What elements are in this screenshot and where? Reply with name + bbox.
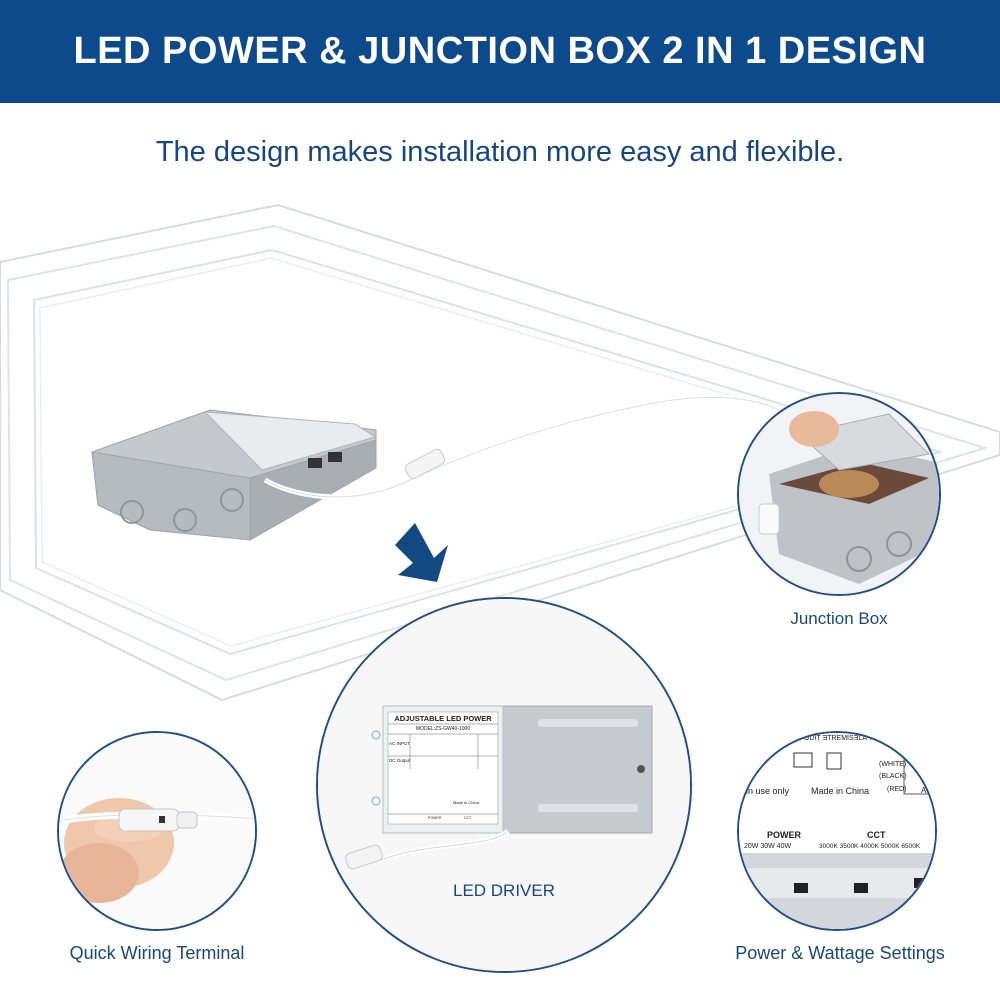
recycle-bin-icon [793, 752, 813, 768]
panel-frame [0, 203, 1000, 702]
driver-label-made-in: Made in China [453, 800, 479, 805]
settings-power-values: 20W 30W 40W [744, 843, 792, 850]
connector-icon [345, 844, 383, 870]
settings-white: (WHITE) [879, 761, 907, 768]
down-arrow-icon [395, 523, 448, 582]
settings-location-use: ion use only [741, 786, 790, 796]
settings-made-in: Made in China [811, 786, 870, 796]
settings-cct-values: 3000K 3500K 4000K 5000K 6500K [819, 843, 921, 850]
quick-wiring-photo [59, 733, 255, 929]
cable-connector [404, 448, 446, 480]
settings-red: (RED) [887, 786, 907, 793]
screw-icon [637, 765, 645, 773]
subtitle: The design makes installation more easy … [155, 136, 845, 168]
driver-label-ac-input: AC INPUT [389, 741, 411, 746]
header-banner: LED POWER & JUNCTION BOX 2 IN 1 DESIGN [0, 0, 1000, 103]
settings-top-text: ODIT ƎTREMISƎLA TERRE [804, 735, 893, 742]
settings-a-plus: A+ [921, 786, 932, 795]
led-driver-caption: LED DRIVER [452, 881, 556, 900]
led-driver-circle: ADJUSTABLE LED POWER MODEL:ZS-GW40-1000 … [316, 597, 692, 973]
driver-label-cct: CCT [464, 816, 472, 820]
settings-power: POWER [767, 830, 802, 840]
driver-label-model: MODEL:ZS-GW40-1000 [415, 726, 471, 732]
power-settings-caption: Power & Wattage Settings [735, 943, 945, 963]
driver-label-dc-output: DC Output [389, 758, 411, 763]
power-settings-circle: ODIT ƎTREMISƎLA TERRE (WHITE) (BLACK) (R… [737, 731, 937, 931]
settings-black: (BLACK) [879, 773, 907, 780]
settings-cct: CCT [867, 830, 886, 840]
junction-driver-box [91, 409, 377, 541]
junction-box-circle [737, 392, 941, 596]
junction-box-photo [739, 394, 939, 594]
settings-w: W [921, 773, 929, 782]
power-settings-photo [739, 733, 935, 929]
driver-label-power: POWER [428, 816, 442, 820]
quick-wiring-circle [57, 731, 257, 931]
led-driver-photo [318, 599, 690, 971]
driver-label-title: ADJUSTABLE LED POWER [394, 714, 492, 723]
page-title: LED POWER & JUNCTION BOX 2 IN 1 DESIGN [73, 30, 927, 72]
quick-wiring-caption: Quick Wiring Terminal [69, 943, 245, 963]
junction-box-caption: Junction Box [790, 609, 888, 628]
